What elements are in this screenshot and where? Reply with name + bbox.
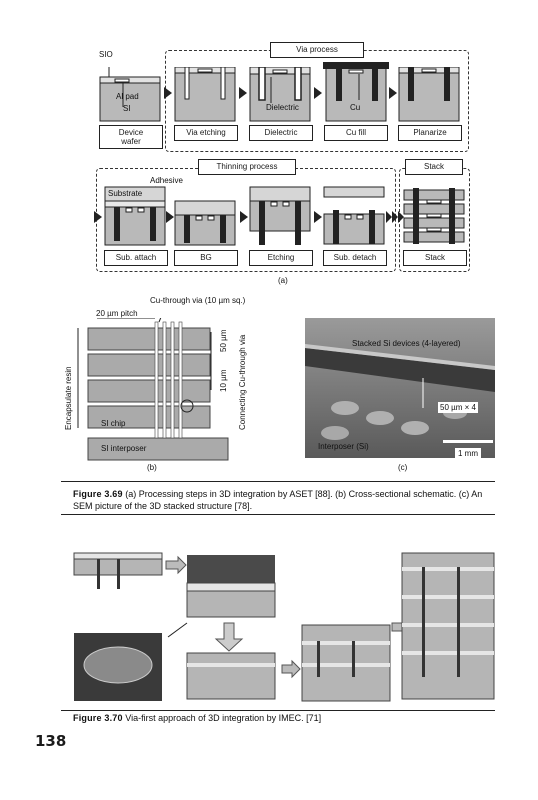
cross-section-diagram xyxy=(73,297,273,468)
thickness-10-label: 10 µm xyxy=(219,369,228,392)
figure-3-69-caption-text: (a) Processing steps in 3D integration b… xyxy=(73,489,483,511)
sem-picture xyxy=(305,318,495,458)
via-process-title: Via process xyxy=(270,42,364,58)
arrow-right-icon xyxy=(314,210,322,228)
adhesive-label: Adhesive xyxy=(150,176,183,185)
stack-diagram xyxy=(403,186,465,246)
caption-rule-bottom xyxy=(61,514,495,515)
figure-3-70-number: Figure 3.70 xyxy=(73,713,123,723)
panel-b-label: (b) xyxy=(147,463,157,472)
resin-label: Encapsulate resin xyxy=(64,366,73,430)
arrow-right-icon xyxy=(314,86,322,104)
figure-3-70-caption-text: Via-first approach of 3D integration by … xyxy=(125,713,322,723)
device-wafer-diagram xyxy=(99,67,161,122)
arrow-right-icon xyxy=(94,210,102,228)
pitch-label: 20 µm pitch xyxy=(96,309,138,318)
substrate-label: Substrate xyxy=(108,189,143,198)
thickness-label: 50 µm × 4 xyxy=(438,402,478,413)
figure-3-70-caption: Figure 3.70 Via-first approach of 3D int… xyxy=(73,712,495,724)
bg-diagram xyxy=(174,200,236,246)
scale-bar-label: 1 mm xyxy=(455,448,481,459)
sub-attach-diagram xyxy=(104,175,166,246)
figure-3-69-caption: Figure 3.69 (a) Processing steps in 3D i… xyxy=(73,488,495,512)
step-etching: Etching xyxy=(249,250,313,266)
arrow-right-icon xyxy=(386,210,404,228)
figure-3-69-number: Figure 3.69 xyxy=(73,489,123,499)
interposer-label: Interposer (Si) xyxy=(318,442,369,451)
step-bg: BG xyxy=(174,250,238,266)
dielectric-diagram xyxy=(249,66,311,122)
si-label: SI xyxy=(123,104,131,113)
step-sub-detach: Sub. detach xyxy=(323,250,387,266)
step-via-etching: Via etching xyxy=(174,125,238,141)
step-planarize: Planarize xyxy=(398,125,462,141)
step-device-wafer: Device wafer xyxy=(99,125,163,149)
sub-detach-diagram xyxy=(323,186,385,246)
panel-a-label: (a) xyxy=(278,276,288,285)
via-etching-diagram xyxy=(174,66,236,122)
step-stack: Stack xyxy=(403,250,467,266)
caption-rule-top xyxy=(61,481,495,482)
page-number: 138 xyxy=(35,732,67,750)
si-interposer-label: SI interposer xyxy=(101,444,147,453)
si-chip-label: SI chip xyxy=(101,419,126,428)
cu-fill-diagram xyxy=(323,62,389,122)
step-dielectric: Dielectric xyxy=(249,125,313,141)
stacked-devices-label: Stacked Si devices (4-layered) xyxy=(352,339,461,348)
via-size-label: Cu-through via (10 µm sq.) xyxy=(150,296,246,305)
etching-diagram xyxy=(249,186,311,246)
panel-c-label: (c) xyxy=(398,463,408,472)
planarize-diagram xyxy=(398,66,460,122)
arrow-right-icon xyxy=(240,210,248,228)
sio-label: SIO xyxy=(99,50,113,59)
stack-title: Stack xyxy=(405,159,463,175)
thickness-50-label: 50 µm xyxy=(219,329,228,352)
cu-label: Cu xyxy=(350,103,361,112)
dielectric-label: Dielectric xyxy=(266,103,299,112)
step-sub-attach: Sub. attach xyxy=(104,250,168,266)
imec-via-first-diagram xyxy=(62,545,497,710)
arrow-right-icon xyxy=(239,86,247,104)
thinning-process-title: Thinning process xyxy=(198,159,296,175)
arrow-right-icon xyxy=(164,86,172,104)
caption-3-70-rule xyxy=(61,710,495,711)
step-cu-fill: Cu fill xyxy=(324,125,388,141)
al-pad-label: Al pad xyxy=(116,92,139,101)
arrow-right-icon xyxy=(389,86,397,104)
connect-via-label: Connecting Cu-through via xyxy=(238,334,247,430)
arrow-right-icon xyxy=(166,210,174,228)
